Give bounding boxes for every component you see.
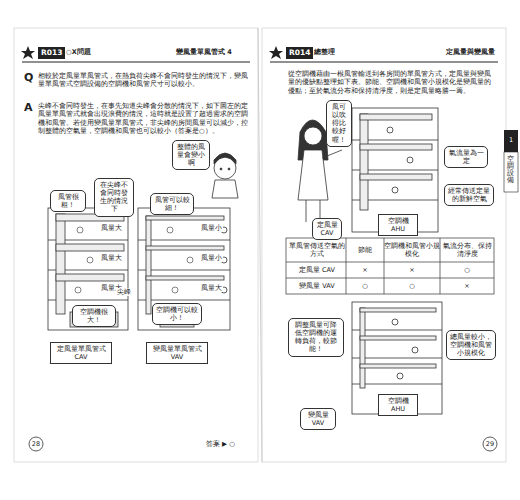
bubble-text: 風管很粗！: [54, 193, 82, 209]
bubble-text: 調整風量可降低空調機的運轉負荷，較節能！: [292, 321, 340, 354]
table-cell: ○: [346, 278, 384, 294]
star-icon: [21, 46, 35, 59]
bubble-text: 空調機很大！: [76, 308, 112, 324]
speech-bubble: 定風量 CAV: [312, 218, 342, 240]
speech-bubble: 在尖峰不會同時發生的情況下: [94, 178, 134, 217]
bubble-text: 空調機可以較小！: [156, 306, 198, 322]
speech-bubble: 調整風量可降低空調機的運轉負荷，較節能！: [288, 318, 344, 357]
chapter-tab: [504, 130, 518, 152]
answer-mark: A: [24, 102, 36, 113]
question-mark: Q: [24, 72, 36, 83]
bubble-text: 定風量 CAV: [316, 221, 338, 237]
bubble-text: 變風量 VAV: [304, 411, 332, 427]
cav-building: [48, 208, 128, 330]
table-header: 節能: [346, 238, 384, 262]
table-header: 氣流分布、保持清淨度: [440, 238, 494, 262]
table-cell: ×: [440, 278, 494, 294]
label-box: 空調機 AHU: [378, 394, 418, 416]
section-title: 定風量與變風量: [446, 48, 495, 56]
star-icon: [269, 46, 283, 59]
speech-bubble: 空調機很大！: [72, 305, 116, 327]
answer-text: 尖峰不會同時發生，在事先知道尖峰會分散的情況下，如下圖左的定風量單風管式就會出現…: [38, 102, 250, 136]
bubble-text: 空調機 AHU: [382, 397, 414, 413]
bubble-text: 在尖峰不會同時發生的情況下: [98, 181, 130, 214]
speech-bubble: 風管很粗！: [50, 190, 86, 212]
speech-bubble: 變風量 VAV: [300, 408, 336, 430]
page-number-circle: [483, 437, 497, 451]
section-type: ○X問題: [66, 48, 91, 56]
chapter-tab-label: [504, 152, 518, 192]
bubble-text: 氣流量為一定: [448, 149, 484, 165]
label-box: 變風量單風管式 VAV: [146, 342, 208, 364]
answer-footer: 答案 ▶ ○: [206, 440, 235, 448]
section-type: 總整理: [314, 48, 335, 56]
airflow-label: 風量小: [200, 254, 223, 262]
speech-bubble: 風可以吹得比較好喔！: [326, 100, 352, 147]
bubble-text: 定風量單風管式 CAV: [54, 345, 108, 361]
bubble-text: 經常傳送定量的新鮮空氣: [448, 187, 490, 203]
table-cell: ×: [346, 262, 384, 278]
bubble-text: 總風量較小，空調機和風管小規模化: [450, 333, 492, 357]
airflow-label: 風量大: [200, 284, 223, 292]
speech-bubble: 氣流量為一定: [444, 146, 488, 168]
page-number-circle: [29, 437, 43, 451]
speech-bubble: 經常傳送定量的新鮮空氣: [444, 184, 494, 206]
bubble-text: 風可以吹得比較好喔！: [330, 103, 348, 144]
table-header: 單風管傳送空氣的方式: [288, 238, 346, 262]
left-page: [14, 28, 258, 462]
vav-building: [138, 208, 230, 330]
summary-text: 從空調機藉由一根風管輸送到各房間的單風管方式，定風量與變風量的優缺點整理如下表。…: [288, 70, 496, 95]
airflow-label: 風量大: [100, 224, 123, 232]
comparison-table: [286, 238, 494, 294]
gutter: [258, 28, 262, 462]
section-code: R014: [286, 47, 313, 59]
page-number: 28: [29, 440, 43, 448]
speech-bubble: 總風量較小，空調機和風管小規模化: [446, 330, 496, 360]
bubble-text: 空調機 AHU: [382, 217, 414, 233]
section-code: R013: [38, 47, 65, 59]
peak-label: 尖峰: [116, 288, 132, 296]
header-rule: [22, 62, 250, 63]
airflow-label: 風量大: [100, 254, 123, 262]
label-box: 定風量單風管式 CAV: [50, 342, 112, 364]
bubble-text: 風管可以較細！: [154, 196, 190, 212]
bubble-text: 整體的風量會變小啊: [176, 143, 206, 167]
speech-bubble: 風管可以較細！: [150, 193, 194, 215]
chapter-number: 1: [504, 136, 518, 144]
chapter-name: 空調設備: [507, 156, 514, 185]
label-box: 空調機 AHU: [378, 214, 418, 236]
vav-building-right: [352, 302, 442, 414]
speech-bubble: 空調機可以較小！: [152, 303, 202, 325]
table-cell: 定風量 CAV: [288, 262, 346, 278]
right-page: [262, 28, 506, 462]
table-cell: ○: [440, 262, 494, 278]
question-text: 相較於定風量單風管式，在熱負荷尖峰不會同時發生的情況下，變風量單風管式空調設備的…: [38, 72, 250, 89]
occupants: [75, 227, 193, 293]
table-cell: ×: [384, 262, 440, 278]
page-number: 29: [483, 440, 497, 448]
airflow-label: 風量小: [200, 224, 223, 232]
man-figure: [212, 153, 238, 198]
section-title: 變風量單風管式 4: [176, 48, 232, 56]
table-cell: 變風量 VAV: [288, 278, 346, 294]
table-header: 空調機和風管小規模化: [384, 238, 440, 262]
speech-bubble: 整體的風量會變小啊: [172, 140, 210, 170]
bubble-text: 變風量單風管式 VAV: [150, 345, 204, 361]
table-cell: ○: [384, 278, 440, 294]
header-rule: [270, 62, 498, 63]
